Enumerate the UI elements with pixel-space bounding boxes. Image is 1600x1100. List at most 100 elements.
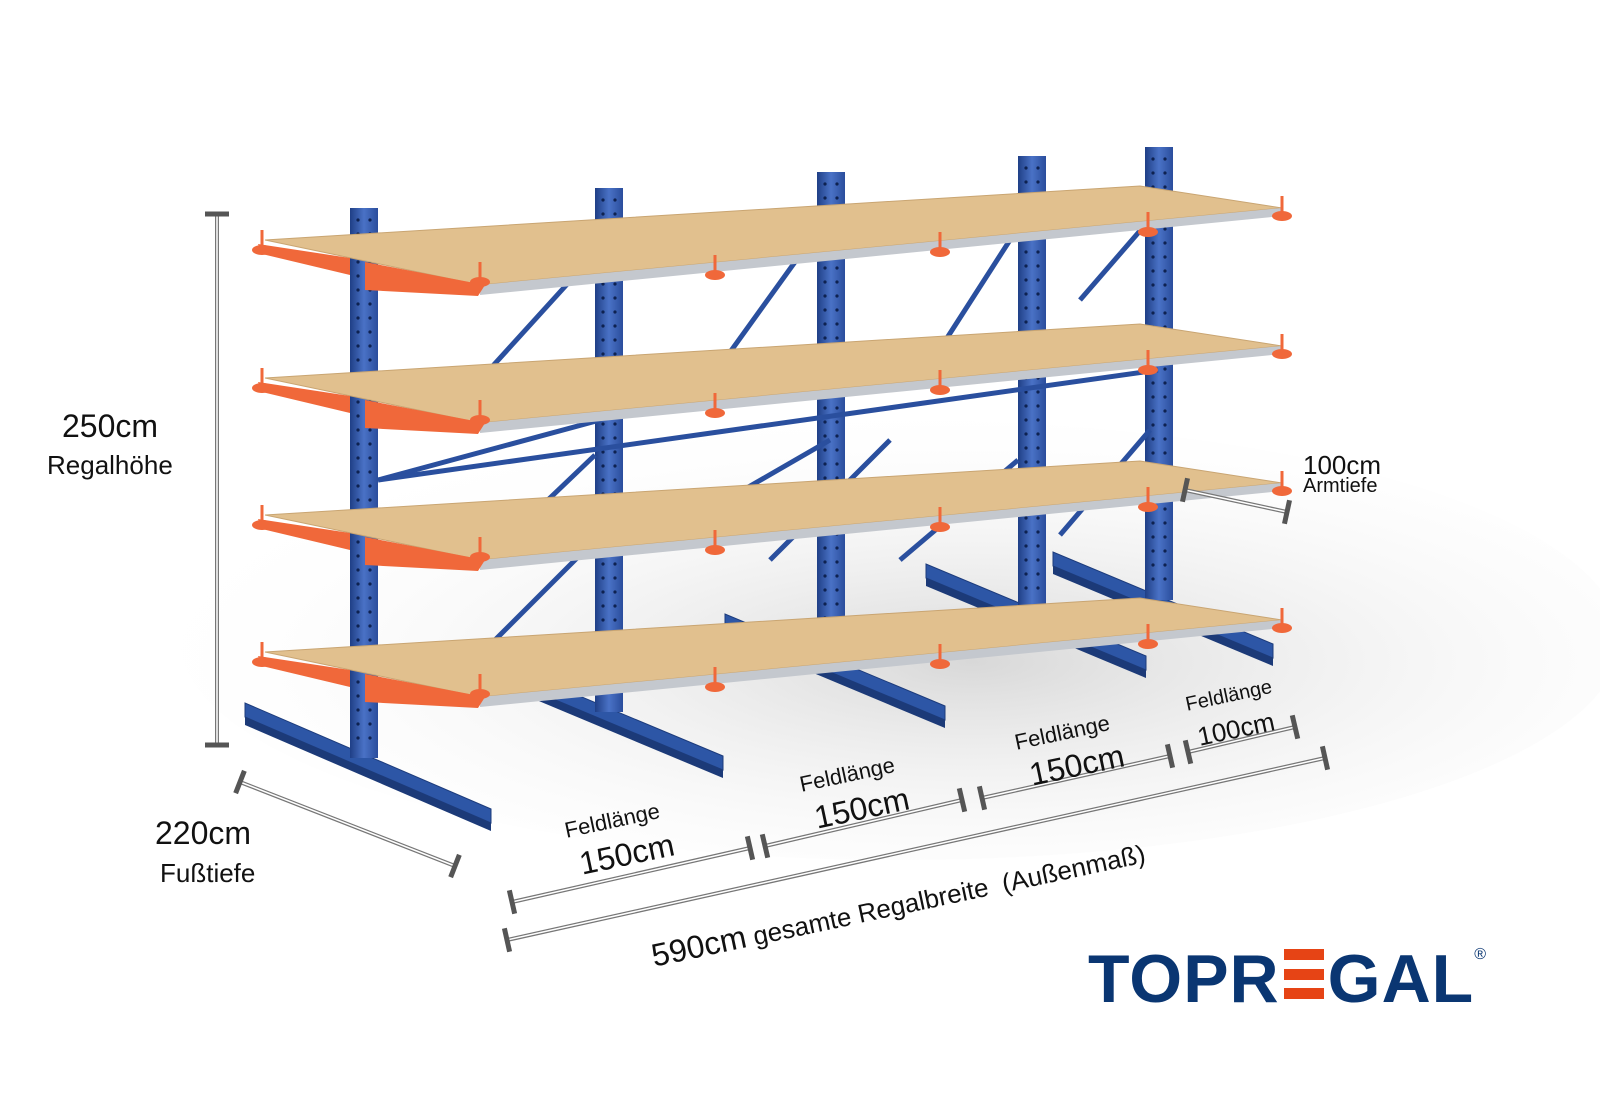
column-hole xyxy=(1024,530,1028,534)
base-depth-label: Fußtiefe xyxy=(160,858,256,888)
column-hole xyxy=(835,574,839,578)
shelf-deck xyxy=(264,185,1283,286)
column-hole xyxy=(601,282,605,286)
dimension-lines xyxy=(205,211,1331,953)
column-hole xyxy=(835,560,839,564)
column-hole xyxy=(1163,381,1167,385)
dimension-end-cap xyxy=(1282,499,1292,525)
column-hole xyxy=(1036,446,1040,450)
column-hole xyxy=(1151,255,1155,259)
column-hole xyxy=(1151,241,1155,245)
column-hole xyxy=(1163,395,1167,399)
column-hole xyxy=(613,310,617,314)
column-hole xyxy=(368,442,372,446)
logo-text-end: GAL xyxy=(1327,941,1475,1017)
column-hole xyxy=(1024,558,1028,562)
logo-e-stripes xyxy=(1283,949,1324,999)
dimension-end-cap xyxy=(1180,477,1190,503)
column-hole xyxy=(1036,390,1040,394)
column-hole xyxy=(1036,558,1040,562)
column-hole xyxy=(1036,180,1040,184)
column-hole xyxy=(823,448,827,452)
dimension-end-cap xyxy=(448,853,462,879)
column-hole xyxy=(356,358,360,362)
column-hole xyxy=(356,316,360,320)
column-hole xyxy=(1163,227,1167,231)
column-hole xyxy=(823,574,827,578)
column-hole xyxy=(1163,423,1167,427)
column-hole xyxy=(368,582,372,586)
dimension-end-cap xyxy=(744,835,756,861)
column-hole xyxy=(356,288,360,292)
column-hole xyxy=(368,470,372,474)
column-hole xyxy=(613,422,617,426)
column-hole xyxy=(613,590,617,594)
column-hole xyxy=(1151,157,1155,161)
column-hole xyxy=(823,308,827,312)
column-hole xyxy=(1163,535,1167,539)
dimension-end-cap xyxy=(759,833,771,859)
column-hole xyxy=(1163,577,1167,581)
column-hole xyxy=(1151,297,1155,301)
column-hole xyxy=(823,406,827,410)
dimension-line-inner xyxy=(1184,489,1288,513)
column-hole xyxy=(601,562,605,566)
column-hole xyxy=(613,576,617,580)
column-hole xyxy=(601,450,605,454)
column-hole xyxy=(835,182,839,186)
column-hole xyxy=(368,218,372,222)
base-foot-flange xyxy=(245,717,491,831)
column-hole xyxy=(1163,241,1167,245)
column-hole xyxy=(835,546,839,550)
column-hole xyxy=(368,316,372,320)
column-hole xyxy=(613,618,617,622)
column-hole xyxy=(823,476,827,480)
column-hole xyxy=(1151,423,1155,427)
column-hole xyxy=(601,296,605,300)
dimension-end-cap xyxy=(1164,743,1176,769)
arm-tip xyxy=(252,657,272,667)
base-depth-value: 220cm xyxy=(155,815,252,851)
dimension-line-inner xyxy=(981,755,1171,799)
dimension-end-cap xyxy=(956,787,968,813)
column-hole xyxy=(356,330,360,334)
column-hole xyxy=(1163,297,1167,301)
dimension-end-cap xyxy=(1182,739,1194,765)
column-hole xyxy=(823,336,827,340)
column-hole xyxy=(613,352,617,356)
arm-tip xyxy=(252,383,272,393)
column-hole xyxy=(835,462,839,466)
registered-mark: ® xyxy=(1474,946,1488,963)
column-hole xyxy=(835,280,839,284)
arm-tip xyxy=(1272,349,1292,359)
height-value: 250cm xyxy=(62,408,159,444)
column-hole xyxy=(1163,157,1167,161)
column-hole xyxy=(1024,264,1028,268)
column-hole xyxy=(1036,320,1040,324)
column-hole xyxy=(1036,460,1040,464)
column-hole xyxy=(1036,516,1040,520)
column-hole xyxy=(356,568,360,572)
column-hole xyxy=(356,302,360,306)
column-hole xyxy=(356,498,360,502)
column-hole xyxy=(601,576,605,580)
column-hole xyxy=(1151,549,1155,553)
column-hole xyxy=(613,478,617,482)
column-hole xyxy=(356,344,360,348)
dimension-line-inner xyxy=(239,781,456,867)
column-hole xyxy=(835,266,839,270)
column-hole xyxy=(823,196,827,200)
cantilever-arm xyxy=(258,382,350,413)
column-hole xyxy=(356,708,360,712)
column-hole xyxy=(1163,549,1167,553)
column-hole xyxy=(356,596,360,600)
column-hole xyxy=(835,294,839,298)
column-hole xyxy=(1024,516,1028,520)
column-hole xyxy=(1036,306,1040,310)
column-hole xyxy=(601,618,605,622)
column-hole xyxy=(1151,311,1155,315)
dimension-end-cap xyxy=(1319,745,1331,771)
column-hole xyxy=(835,406,839,410)
column-hole xyxy=(1036,404,1040,408)
